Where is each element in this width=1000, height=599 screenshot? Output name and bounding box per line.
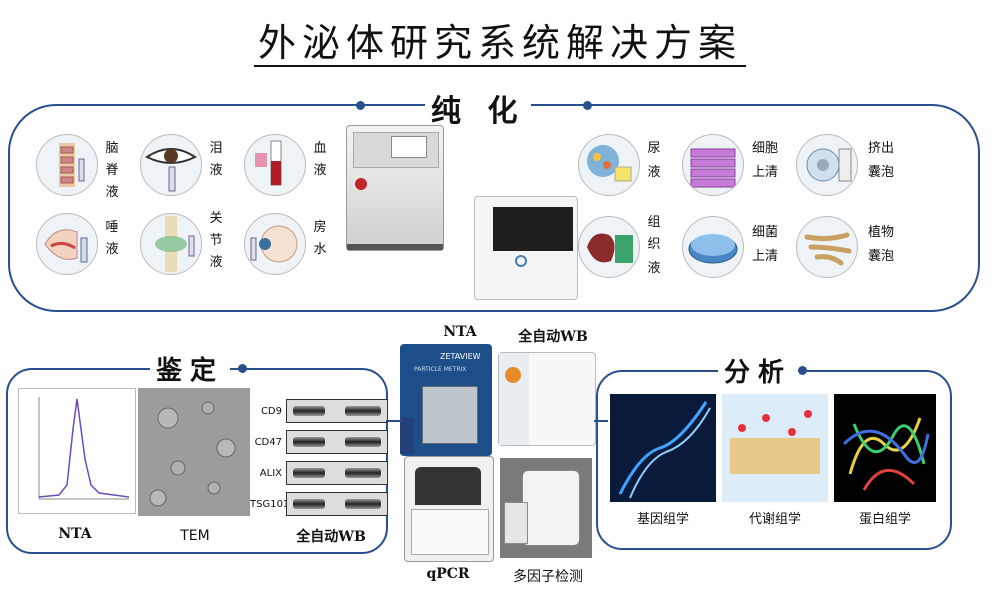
multiplex-instrument-image — [500, 458, 592, 558]
wb-instrument-image — [498, 352, 596, 446]
sample-label-tissue-2: 液 — [647, 261, 661, 276]
sample-label-blood: 血液 — [313, 141, 327, 178]
cells-icon — [682, 134, 744, 196]
identification-dot — [238, 364, 247, 373]
genomics-label: 基因组学 — [636, 512, 689, 527]
proteomics-label: 蛋白组学 — [858, 512, 911, 527]
sample-label-saliva: 唾液 — [105, 220, 119, 257]
metabolomics-label: 代谢组学 — [748, 512, 801, 527]
purification-dot-left — [356, 101, 365, 110]
purification-instrument-image — [474, 196, 578, 300]
wb-row-cd9: CD9 — [250, 398, 388, 424]
wb-row-alix: ALIX — [250, 460, 388, 486]
page-title: 外泌体研究系统解决方案 — [0, 12, 1000, 67]
sample-label-tissue: 组织 — [647, 215, 661, 252]
sample-label-csf: 脑脊液 — [105, 141, 119, 200]
tissue-icon — [578, 216, 640, 278]
sample-label-plant-1: 植物 — [868, 225, 895, 240]
ultracentrifuge-image — [346, 125, 444, 251]
wb-row-tsg101: TSG101 — [250, 491, 388, 517]
tem-caption: TEM — [180, 528, 210, 544]
multiplex-label: 多因子检测 — [513, 569, 583, 585]
nta-instrument-label: NTA — [443, 324, 477, 340]
blood-tube-icon — [244, 134, 306, 196]
eye-icon — [140, 134, 202, 196]
proteomics-image — [834, 394, 936, 502]
nta-plot — [18, 388, 136, 514]
petri-dish-icon — [682, 216, 744, 278]
purification-dot-right — [583, 101, 592, 110]
nta-caption: NTA — [58, 526, 92, 542]
sample-label-cell-supernatant-1: 细胞 — [752, 141, 779, 156]
sample-label-tears: 泪液 — [209, 141, 223, 178]
sample-label-urine-2: 液 — [647, 165, 661, 180]
qpcr-label: qPCR — [426, 566, 470, 582]
wb-panel: CD9 CD47 ALIX TSG101 — [250, 398, 388, 522]
analysis-dot — [798, 366, 807, 375]
sample-label-plant-2: 囊泡 — [868, 249, 895, 264]
sample-label-synovial: 关节液 — [209, 211, 223, 270]
identification-title: 鉴定 — [150, 350, 231, 387]
analysis-title: 分析 — [718, 352, 799, 389]
vesicle-icon — [796, 134, 858, 196]
plant-root-icon — [796, 216, 858, 278]
tem-image — [138, 388, 250, 516]
sample-label-urine-1: 尿 — [647, 141, 661, 156]
zetaview-instrument-image: ZETAVIEW PARTICLE METRIX — [400, 344, 492, 456]
sample-label-bacteria-1: 细菌 — [752, 225, 779, 240]
sample-label-extruded-vesicle-2: 囊泡 — [868, 165, 895, 180]
purification-title: 纯 化 — [425, 86, 532, 130]
metabolomics-image — [722, 394, 828, 502]
sample-label-extruded-vesicle-1: 挤出 — [868, 141, 895, 156]
urine-icon — [578, 134, 640, 196]
spine-icon — [36, 134, 98, 196]
qpcr-instrument-image — [404, 456, 494, 562]
genomics-image — [610, 394, 716, 502]
sample-label-cell-supernatant-2: 上清 — [752, 165, 779, 180]
mouth-icon — [36, 213, 98, 275]
wb-instrument-label: 全自动WB — [518, 329, 588, 345]
sample-label-aqueous: 房水 — [313, 220, 327, 257]
eyeball-icon — [244, 213, 306, 275]
wb-row-cd47: CD47 — [250, 429, 388, 455]
sample-label-bacteria-2: 上清 — [752, 249, 779, 264]
wb-caption: 全自动WB — [296, 529, 366, 545]
joint-icon — [140, 213, 202, 275]
